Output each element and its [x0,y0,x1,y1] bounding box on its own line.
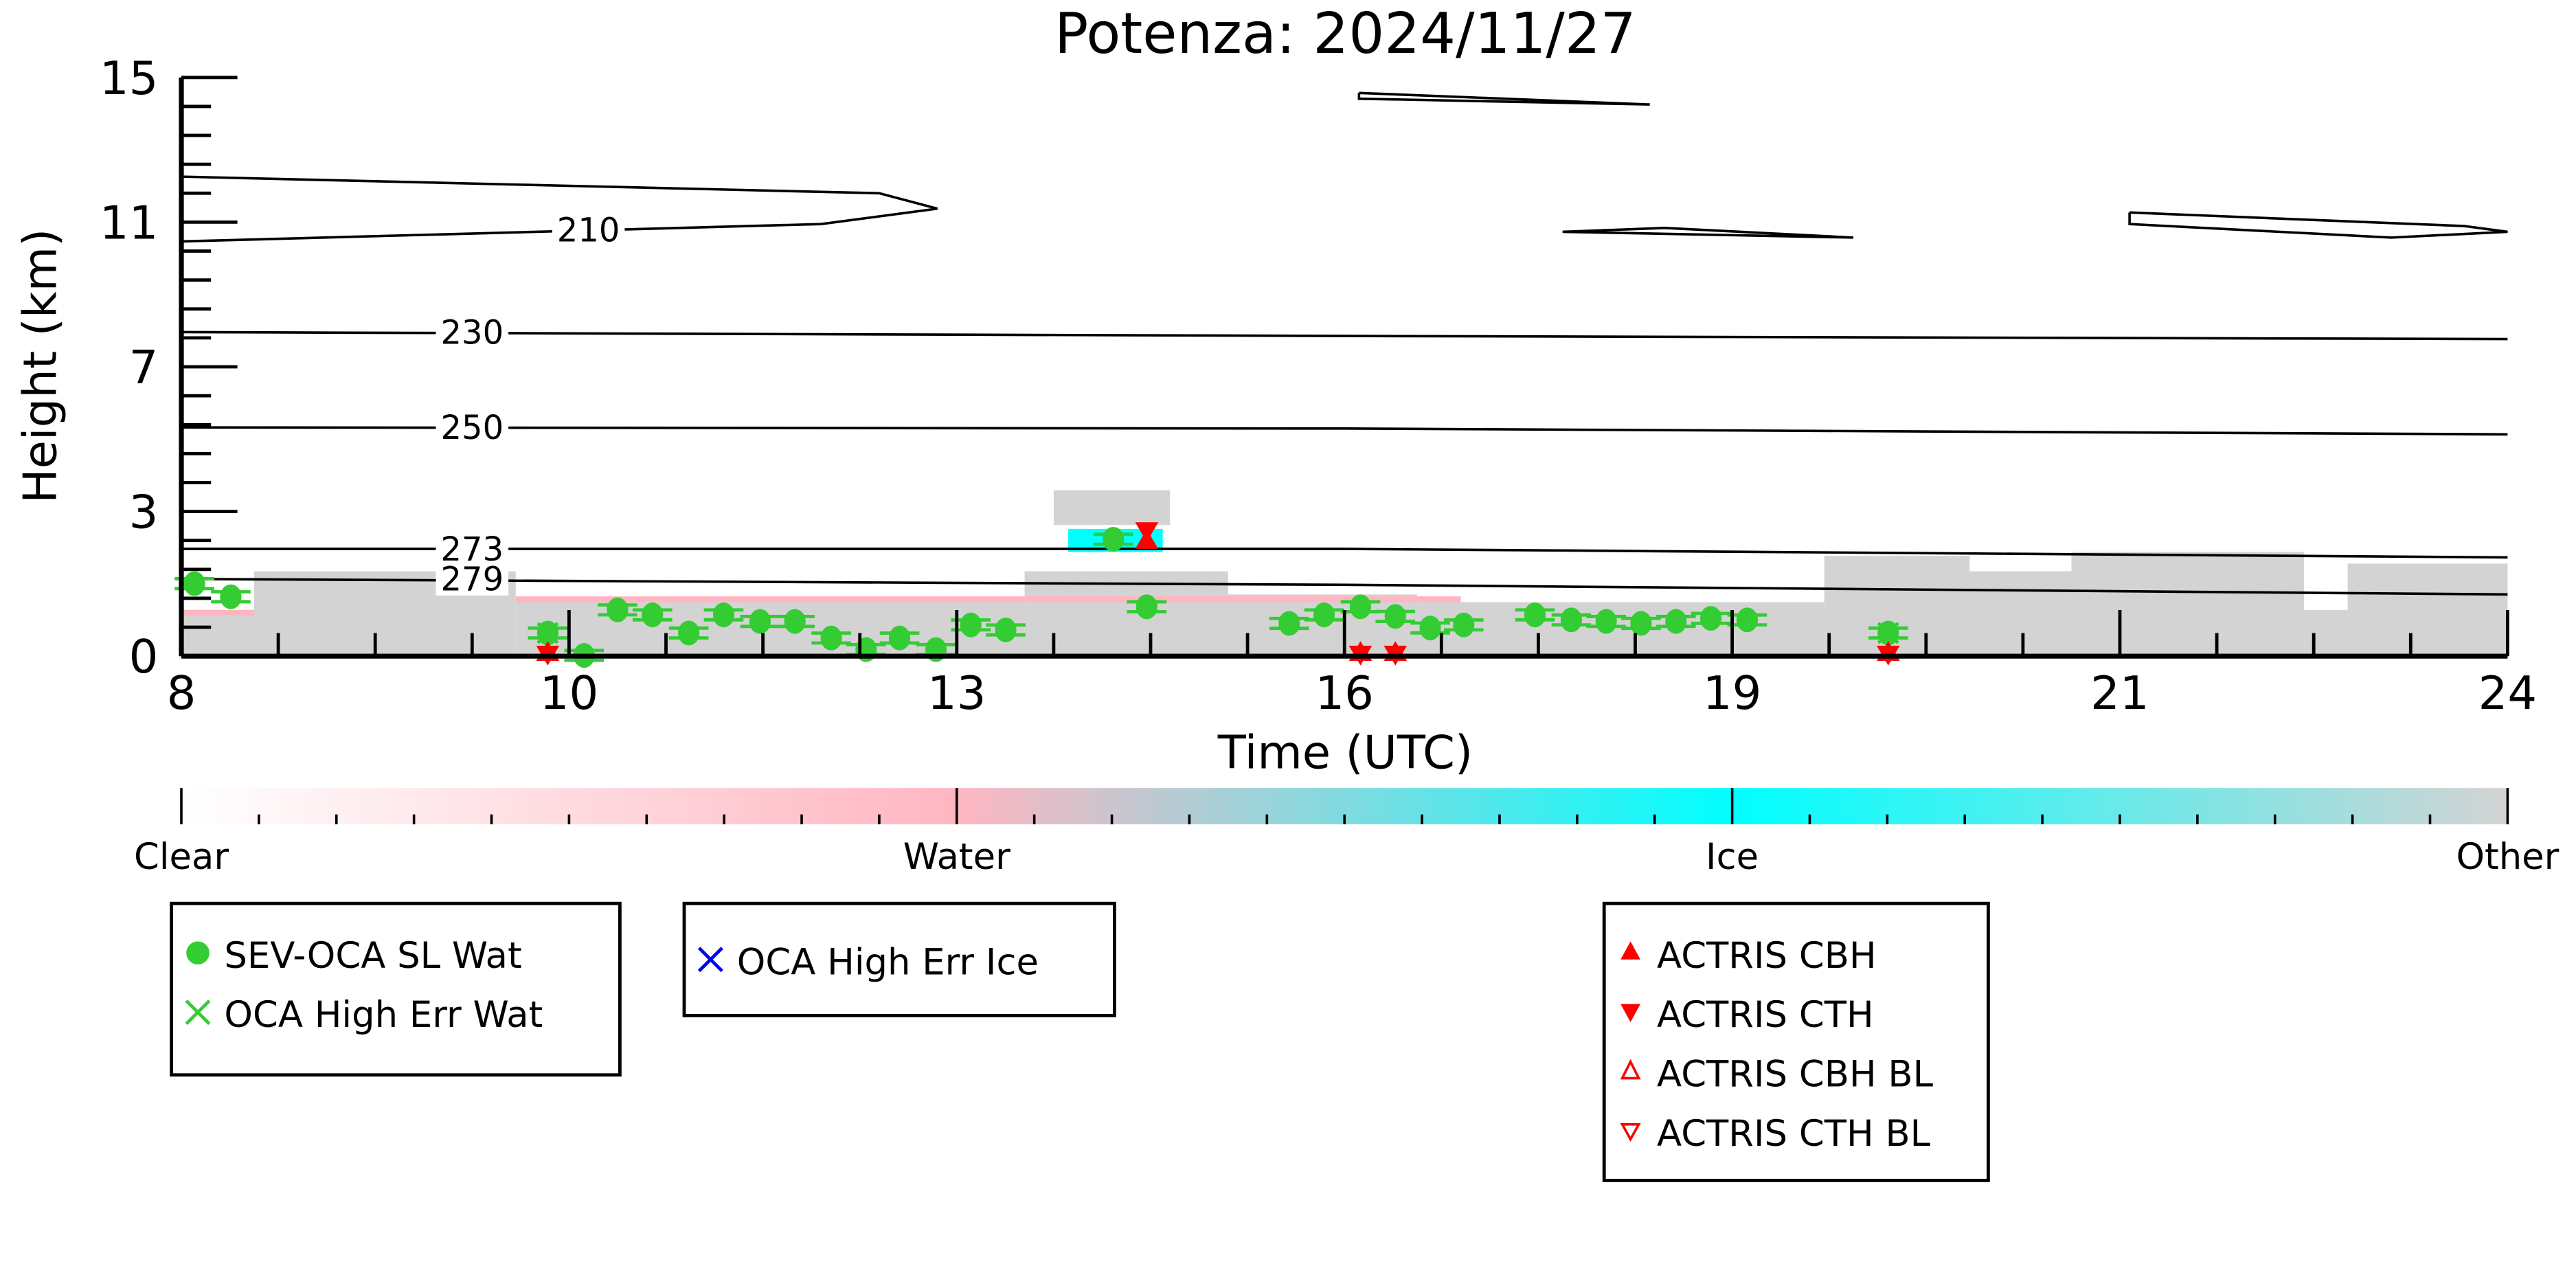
sev-oca-point [220,584,242,609]
isotherm-label: 230 [440,313,504,352]
chart-title: Potenza: 2024/11/27 [1054,1,1636,67]
axes: 8 10 13 16 19 21 24 15 11 7 3 0 [100,52,2537,720]
legend-box [682,901,1116,1017]
sev-oca-point [888,625,911,651]
legend-x-icon [697,947,723,973]
colorbar-label: Water [903,836,1010,878]
colorbar-label: Other [2456,836,2559,878]
y-tick-label: 3 [129,486,159,539]
sev-oca-point [1665,609,1687,634]
sev-oca-point [1313,602,1335,628]
oca-high-err-point [1877,622,1899,644]
isotherm-label-bg [436,315,509,349]
sev-oca-point [183,571,205,596]
isotherm-line [181,578,2508,596]
oca-high-err-point [536,622,559,644]
x-tick-label: 24 [2478,666,2538,720]
cloud-region-other [1969,571,2072,657]
isotherm-line [181,547,2508,559]
legend-label: OCA High Err Ice [737,941,1039,983]
colorbar-label: Ice [1706,836,1759,878]
legend-triangle-up-icon [1620,941,1640,960]
legend-label: ACTRIS CBH [1657,935,1877,977]
sev-oca-point [784,609,806,634]
sev-oca-point [1699,606,1722,631]
sev-oca-point [1524,602,1546,628]
actris-cth-point [1135,522,1159,543]
sev-oca-point [995,618,1017,643]
y-axis-label: Height (km) [14,229,67,504]
legend-x-icon [185,999,211,1026]
x-tick-label: 21 [2090,666,2149,720]
isotherm-label-bg [436,562,509,596]
sev-oca-point [1278,611,1300,636]
legend-box [1602,901,1990,1182]
isotherm-label: 273 [440,530,504,569]
sev-oca-point [960,612,982,637]
sev-oca-point [820,625,842,651]
sev-oca-point [678,620,700,646]
legend-label: ACTRIS CBH BL [1657,1054,1934,1096]
isotherm-label: 279 [440,561,504,599]
legend-circle-icon [186,941,210,964]
isotherm-line [1562,227,1854,239]
sev-oca-point [712,602,735,628]
cloud-region-other [1417,602,1824,657]
sev-oca-point [607,597,629,622]
cloud-region-other [2347,563,2508,657]
cloud-region-other [181,609,254,657]
sev-oca-point [1630,611,1652,636]
sev-oca-point [642,602,664,628]
isotherm-line [181,330,2508,341]
x-tick-label: 19 [1703,666,1762,720]
sev-oca-point [1136,594,1157,620]
cloud-region-other [2071,552,2305,657]
colorbar-label: Clear [134,836,229,878]
isotherm-line [181,426,2508,436]
isotherm-label-bg [552,213,625,247]
sev-oca-point [1384,604,1406,629]
isotherm-line [2128,211,2508,239]
isotherm-line [1357,91,1650,106]
y-tick-label: 7 [129,341,159,394]
x-tick-label: 16 [1315,666,1374,720]
y-tick-label: 0 [129,630,159,683]
legend-label: ACTRIS CTH [1657,994,1874,1036]
legend-triangle-down-icon [1620,1004,1640,1022]
sev-oca-point [1103,527,1125,552]
legend-box [170,901,622,1077]
sev-oca-point [1736,607,1759,633]
isotherm-label-bg [436,532,509,566]
colorbar-ticks: Clear Water Ice Other [134,788,2560,878]
legend-triangle-down-open-icon [1620,1123,1641,1142]
x-tick-label: 10 [540,666,599,720]
cloud-region-other [1053,490,1171,526]
x-tick-label: 8 [167,666,196,720]
cloud-region-water [515,596,1461,602]
isotherm-label-bg [436,411,509,444]
sev-oca-point [1453,612,1475,637]
isotherm-label: 210 [557,211,620,249]
sev-oca-point [1419,615,1441,641]
x-tick-label: 13 [927,666,986,720]
cloud-region-other [2304,609,2348,657]
isotherm-label: 250 [440,409,504,447]
x-axis-label: Time (UTC) [1217,725,1473,779]
legend-label: ACTRIS CTH BL [1657,1113,1931,1155]
y-tick-label: 15 [100,52,159,105]
legend-label: OCA High Err Wat [224,994,543,1036]
cloud-region-other [1024,571,1228,657]
cloud-region-water [181,609,254,616]
sev-oca-point [749,609,771,634]
sev-oca-point [1560,607,1582,633]
observation-markers [174,522,1908,668]
sev-oca-point [1349,594,1372,620]
legend-label: SEV-OCA SL Wat [224,935,521,977]
legend-triangle-up-open-icon [1620,1059,1641,1080]
y-tick-label: 11 [100,196,159,249]
sev-oca-point [1595,609,1617,634]
